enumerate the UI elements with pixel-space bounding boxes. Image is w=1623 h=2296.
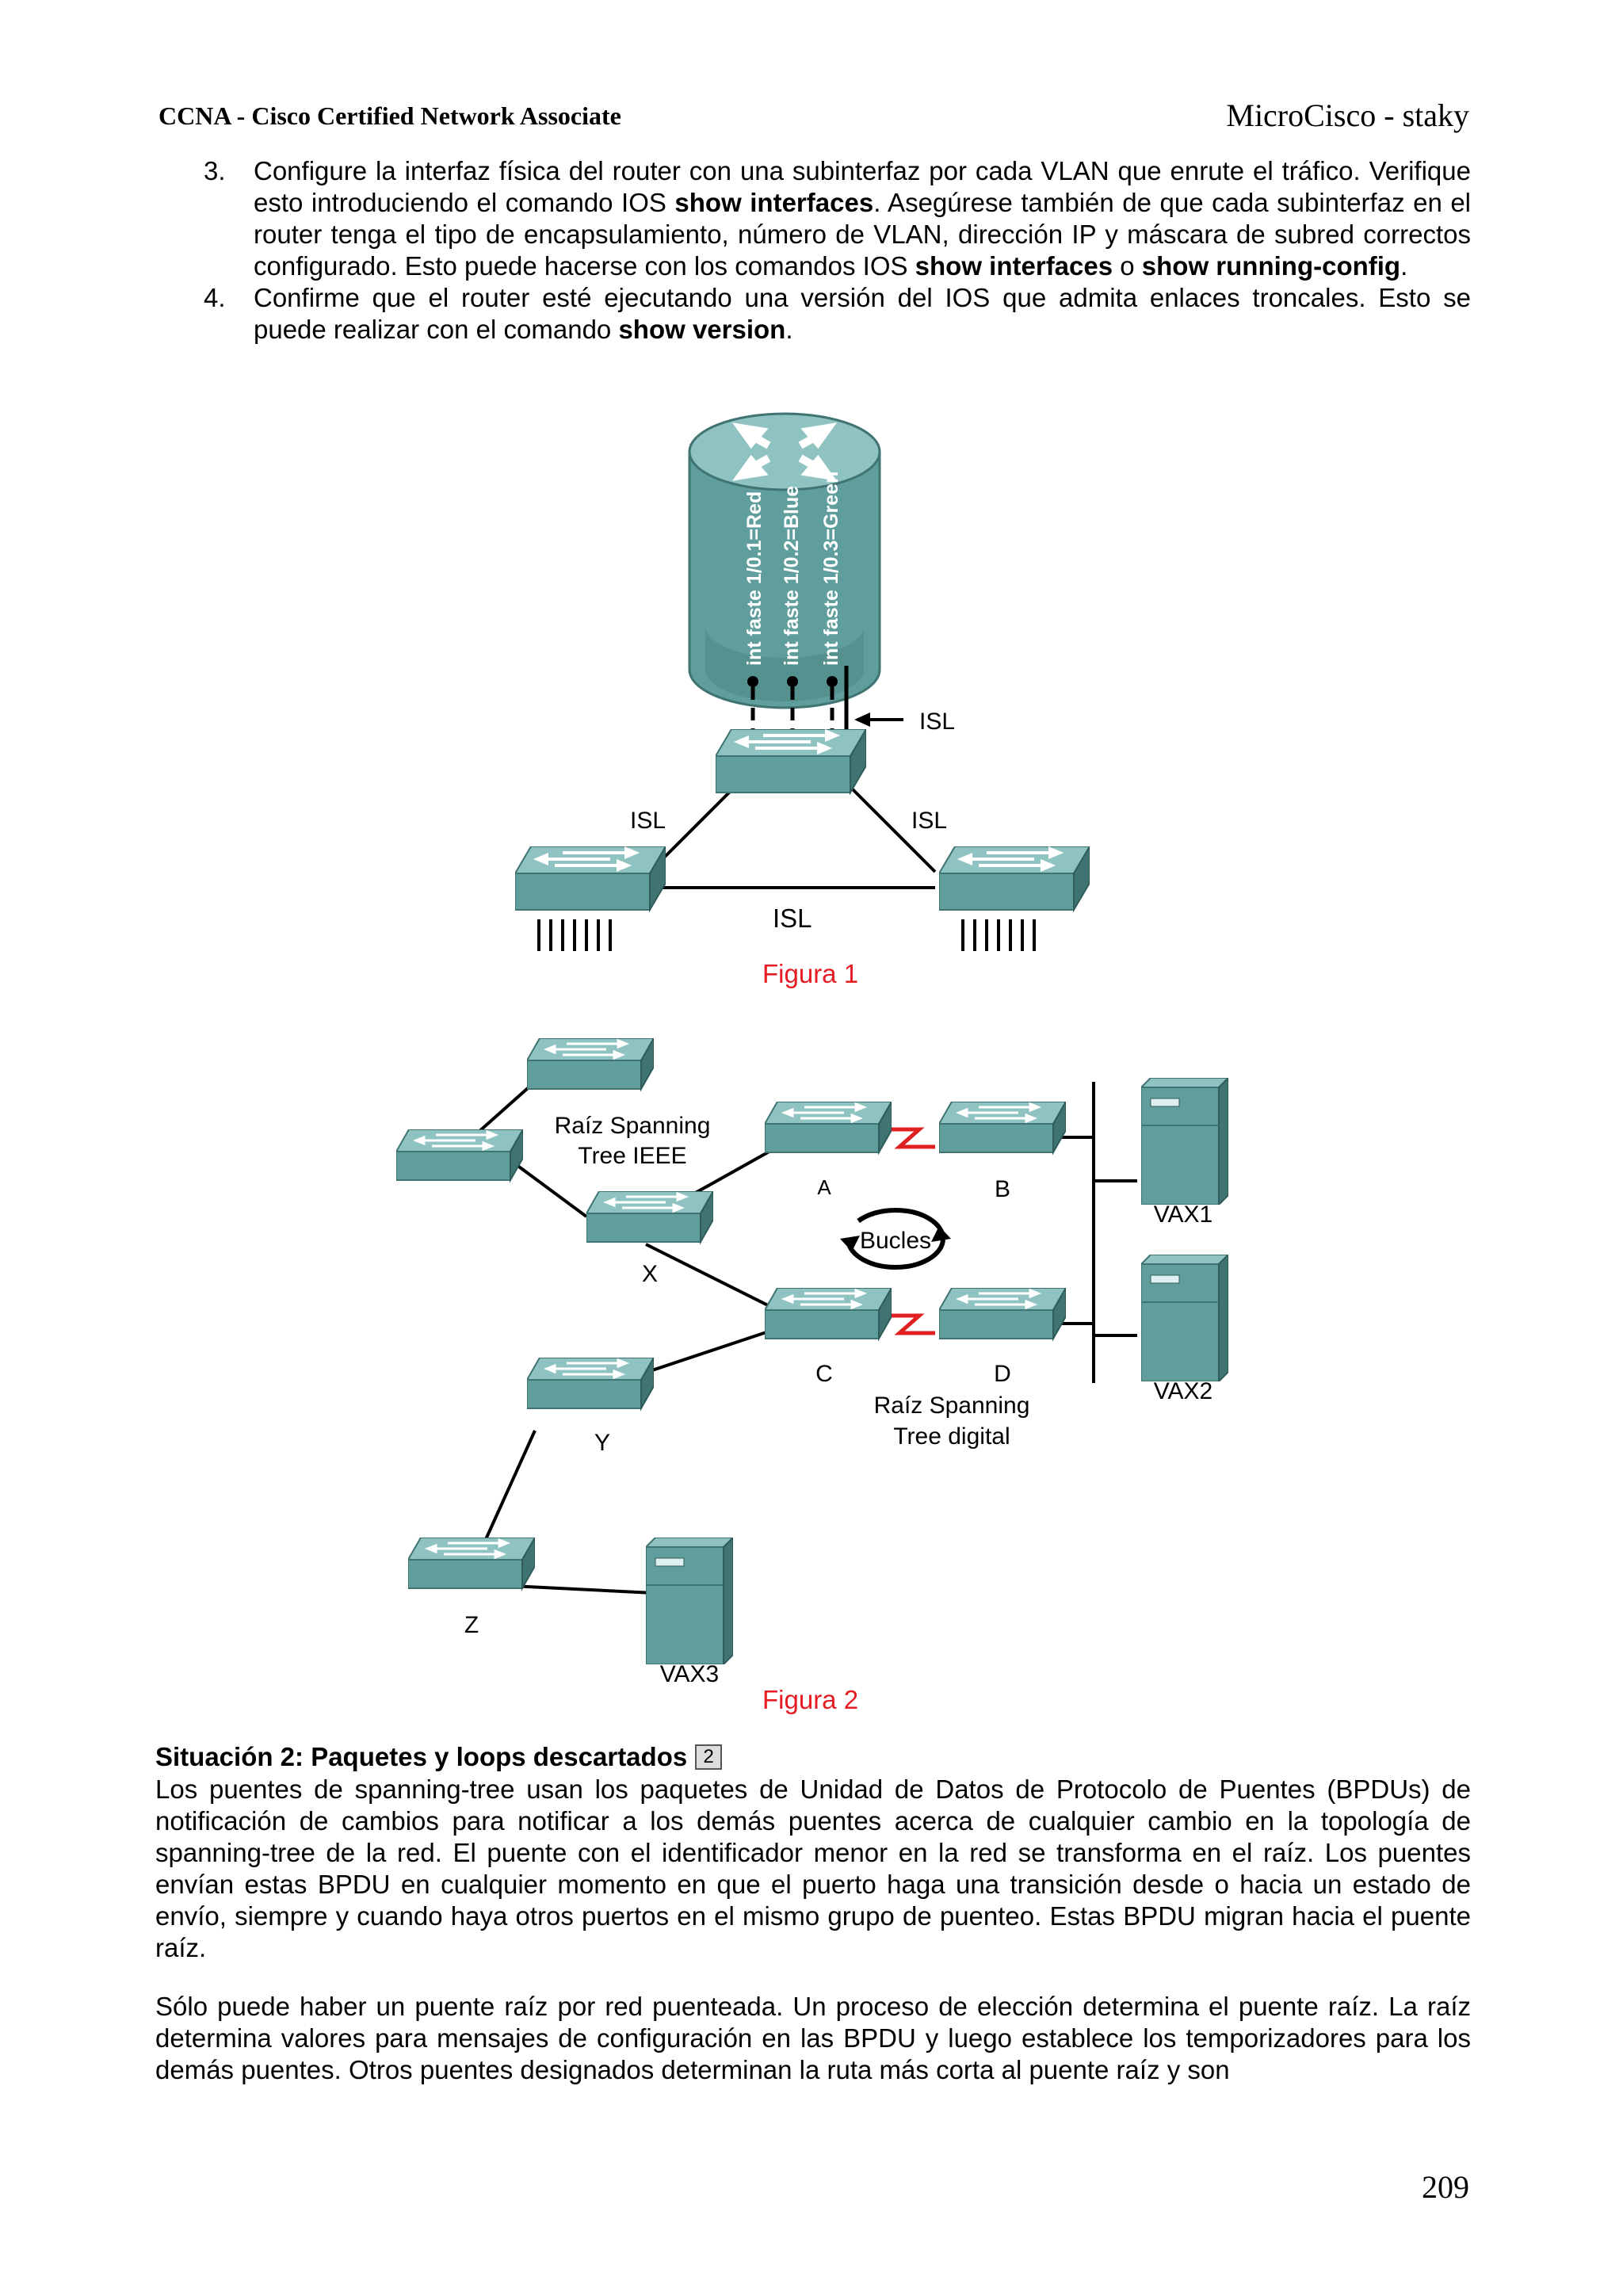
label-d: D — [994, 1361, 1011, 1387]
switch-z — [408, 1538, 535, 1590]
serial-link-ab — [884, 1127, 935, 1149]
switch-x — [586, 1191, 713, 1244]
label-z: Z — [464, 1612, 479, 1638]
root-digital-label-line1: Raíz Spanning — [874, 1392, 1030, 1419]
command: show interfaces — [915, 251, 1113, 281]
step-4: 4. Confirme que el router esté ejecutand… — [204, 283, 1471, 344]
isl-label-right: ISL — [911, 808, 947, 834]
trunk-subinterface-lines — [750, 666, 849, 733]
switch-left — [515, 846, 666, 911]
root-digital-label-line2: Tree digital — [893, 1423, 1010, 1450]
root-ieee-label-line1: Raíz Spanning — [555, 1113, 711, 1139]
label-c: C — [815, 1361, 833, 1387]
isl-label-left: ISL — [630, 808, 666, 834]
step-number: 4. — [204, 283, 226, 312]
switch-left — [396, 1129, 523, 1182]
server-vax3 — [646, 1538, 733, 1664]
label-y: Y — [594, 1430, 610, 1456]
switch-b — [939, 1102, 1066, 1154]
figure-2-diagram: Bucles Raíz Spanning Tree IEEE Raíz Span… — [396, 1038, 1228, 1687]
running-header-author: MicroCisco - staky — [1226, 97, 1469, 133]
label-vax1: VAX1 — [1154, 1201, 1213, 1228]
label-x: X — [642, 1261, 658, 1287]
isl-trunk-label: ISL — [919, 709, 955, 735]
section-heading: Situación 2: Paquetes y loops descartado… — [155, 1742, 723, 1772]
label-vax3: VAX3 — [660, 1661, 720, 1687]
isl-links — [648, 783, 937, 889]
step-3: 3. Configure la interfaz física del rout… — [204, 156, 1471, 281]
switch-a — [765, 1102, 892, 1154]
label-a: A — [817, 1175, 831, 1199]
subinterface-label-green: int faste 1/0.3=Green — [820, 472, 842, 666]
loops-label: Bucles — [860, 1228, 931, 1254]
figure-1-caption: Figura 1 — [762, 959, 859, 988]
server-vax2 — [1141, 1255, 1228, 1381]
server-vax1 — [1141, 1078, 1228, 1205]
command: show running-config — [1141, 251, 1401, 281]
isl-label-bottom: ISL — [773, 904, 812, 933]
isl-arrow-icon — [854, 712, 903, 727]
switch-ports — [537, 919, 1036, 951]
switch-center — [716, 729, 866, 794]
paragraph-2: Sólo puede haber un puente raíz por red … — [155, 1992, 1471, 2084]
figure-1-diagram: int faste 1/0.1=Red int faste 1/0.2=Blue… — [515, 412, 1090, 951]
step-number: 3. — [204, 156, 226, 185]
switch-right — [939, 846, 1090, 911]
switch-y — [527, 1358, 654, 1410]
paragraph-1: Los puentes de spanning-tree usan los pa… — [155, 1775, 1471, 1962]
figure-2-caption: Figura 2 — [762, 1685, 859, 1714]
router — [688, 412, 881, 709]
serial-link-cd — [884, 1313, 935, 1335]
running-header-title: CCNA - Cisco Certified Network Associate — [158, 101, 621, 130]
label-vax2: VAX2 — [1154, 1378, 1213, 1404]
label-b: B — [995, 1176, 1010, 1202]
root-ieee-label-line2: Tree IEEE — [578, 1143, 686, 1169]
switch-ieee-root — [527, 1038, 654, 1091]
command: show version — [618, 315, 786, 344]
subinterface-label-red: int faste 1/0.1=Red — [743, 491, 766, 666]
router-arrows-icon — [731, 422, 838, 481]
command: show interfaces — [674, 188, 874, 217]
steps-list: 3. Configure la interfaz física del rout… — [158, 155, 1471, 346]
media-badge-icon[interactable]: 2 — [695, 1744, 723, 1770]
subinterface-label-blue: int faste 1/0.2=Blue — [781, 486, 803, 666]
switch-c — [765, 1288, 892, 1340]
loop-icon — [840, 1208, 951, 1270]
switch-d — [939, 1288, 1066, 1340]
page-number: 209 — [1422, 2169, 1469, 2205]
